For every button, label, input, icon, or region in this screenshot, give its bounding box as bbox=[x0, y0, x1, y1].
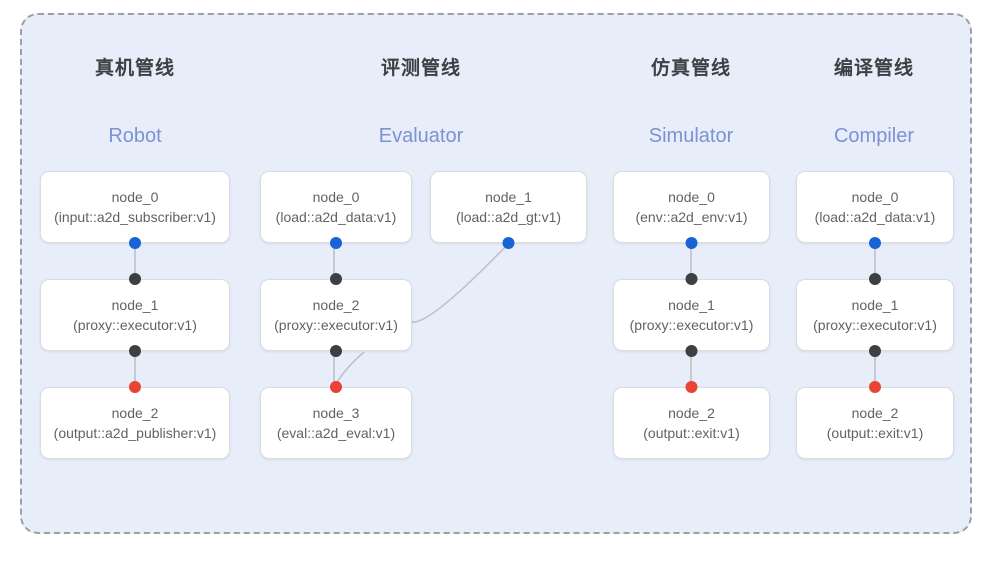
node-simulator-2[interactable]: node_2 (output::exit:v1) bbox=[613, 387, 770, 459]
column-title-cn-compiler: 编译管线 bbox=[833, 58, 914, 79]
column-title-cn-evaluator: 评测管线 bbox=[380, 58, 461, 79]
node-signature: (output::a2d_publisher:v1) bbox=[53, 425, 217, 441]
node-signature: (proxy::executor:v1) bbox=[274, 317, 398, 333]
node-robot-2[interactable]: node_2 (output::a2d_publisher:v1) bbox=[40, 387, 230, 459]
node-evaluator-1[interactable]: node_1 (load::a2d_gt:v1) bbox=[430, 171, 587, 243]
node-evaluator-2[interactable]: node_2 (proxy::executor:v1) bbox=[260, 279, 412, 351]
node-signature: (proxy::executor:v1) bbox=[629, 317, 754, 333]
node-signature: (output::exit:v1) bbox=[826, 425, 924, 441]
node-name: node_0 bbox=[851, 189, 899, 205]
node-signature: (env::a2d_env:v1) bbox=[635, 209, 748, 225]
node-compiler-0[interactable]: node_0 (load::a2d_data:v1) bbox=[796, 171, 954, 243]
node-compiler-2[interactable]: node_2 (output::exit:v1) bbox=[796, 387, 954, 459]
column-title-cn-robot: 真机管线 bbox=[94, 58, 175, 79]
node-signature: (proxy::executor:v1) bbox=[73, 317, 197, 333]
node-signature: (load::a2d_data:v1) bbox=[814, 209, 936, 225]
node-name: node_1 bbox=[111, 297, 159, 313]
node-robot-0[interactable]: node_0 (input::a2d_subscriber:v1) bbox=[40, 171, 230, 243]
node-name: node_1 bbox=[485, 189, 532, 205]
node-signature: (load::a2d_gt:v1) bbox=[455, 209, 562, 225]
node-name: node_0 bbox=[312, 189, 360, 205]
node-name: node_1 bbox=[851, 297, 899, 313]
node-signature: (eval::a2d_eval:v1) bbox=[276, 425, 396, 441]
node-name: node_3 bbox=[312, 405, 360, 421]
column-title-en-compiler: Compiler bbox=[833, 125, 915, 147]
node-simulator-0[interactable]: node_0 (env::a2d_env:v1) bbox=[613, 171, 770, 243]
node-robot-1[interactable]: node_1 (proxy::executor:v1) bbox=[40, 279, 230, 351]
node-compiler-1[interactable]: node_1 (proxy::executor:v1) bbox=[796, 279, 954, 351]
node-signature: (output::exit:v1) bbox=[643, 425, 740, 441]
node-simulator-1[interactable]: node_1 (proxy::executor:v1) bbox=[613, 279, 770, 351]
node-evaluator-0[interactable]: node_0 (load::a2d_data:v1) bbox=[260, 171, 412, 243]
node-signature: (load::a2d_data:v1) bbox=[275, 209, 397, 225]
column-title-en-robot: Robot bbox=[108, 125, 162, 147]
node-signature: (input::a2d_subscriber:v1) bbox=[54, 209, 216, 225]
node-name: node_2 bbox=[111, 405, 159, 421]
node-name: node_1 bbox=[668, 297, 715, 313]
column-title-en-evaluator: Evaluator bbox=[378, 125, 464, 147]
node-evaluator-3[interactable]: node_3 (eval::a2d_eval:v1) bbox=[260, 387, 412, 459]
node-name: node_0 bbox=[111, 189, 159, 205]
node-signature: (proxy::executor:v1) bbox=[813, 317, 937, 333]
node-name: node_2 bbox=[851, 405, 899, 421]
node-name: node_0 bbox=[668, 189, 715, 205]
node-name: node_2 bbox=[668, 405, 715, 421]
node-name: node_2 bbox=[312, 297, 360, 313]
column-title-cn-simulator: 仿真管线 bbox=[650, 58, 731, 79]
column-title-en-simulator: Simulator bbox=[648, 125, 734, 147]
